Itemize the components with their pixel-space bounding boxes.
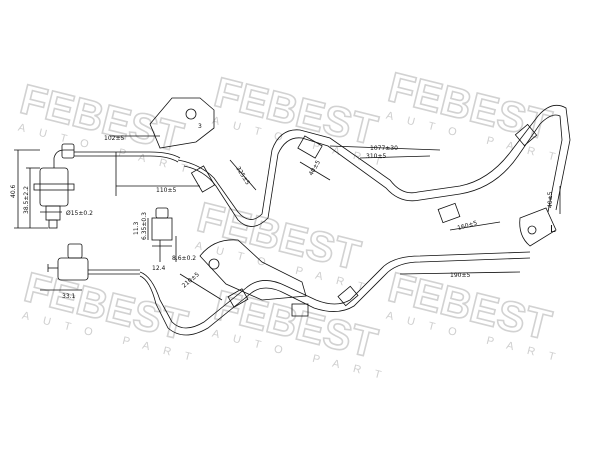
dim-len-325: 325±5 bbox=[234, 165, 251, 186]
side-mark: L bbox=[550, 224, 556, 235]
sensor-tip-end bbox=[48, 219, 58, 229]
watermark-group: FEBEST AUTO PART FEBEST AUTO PART FEBEST… bbox=[15, 62, 570, 384]
dim-len-160: 160±5 bbox=[457, 220, 479, 232]
lower-clip-1 bbox=[227, 288, 249, 308]
lower-bracket bbox=[199, 239, 307, 301]
lower-connector-latch bbox=[67, 243, 83, 259]
upper-clip-3 bbox=[437, 202, 461, 224]
dim-len-190: 190±5 bbox=[450, 272, 470, 279]
watermark-middle: FEBEST AUTO PART bbox=[192, 192, 379, 296]
lower-main-hose bbox=[139, 251, 531, 329]
clip-head bbox=[155, 207, 169, 219]
dim-clip-dia: 8.6±0.2 bbox=[172, 255, 196, 262]
dim-lower-conn-width: 33.1 bbox=[62, 293, 76, 300]
sensor-head-view bbox=[14, 143, 98, 229]
sensor-flange bbox=[33, 183, 75, 191]
lower-bracket-hole bbox=[208, 258, 220, 270]
watermark-bottom-right: FEBEST AUTO PART bbox=[383, 262, 570, 366]
dim-len-40b: 40±5 bbox=[547, 191, 554, 208]
sensor-body bbox=[39, 167, 69, 207]
upper-end-bracket bbox=[519, 207, 557, 247]
lower-clip-2 bbox=[291, 303, 309, 317]
lower-connector-view bbox=[40, 243, 140, 291]
watermark-top-left: FEBEST AUTO PART bbox=[15, 74, 202, 178]
upper-cable-assembly bbox=[98, 97, 571, 247]
upper-bracket bbox=[149, 97, 215, 149]
sensor-tip bbox=[45, 205, 61, 221]
upper-end-bracket-hole bbox=[527, 225, 537, 235]
dim-len-102: 102±5 bbox=[104, 135, 124, 142]
upper-clip-2 bbox=[297, 135, 323, 159]
dim-len-210: 210±5 bbox=[181, 271, 201, 290]
dim-len-310: 310±5 bbox=[366, 153, 386, 160]
lower-clip-3 bbox=[337, 285, 359, 307]
dim-connector-dia: Ø15±0.2 bbox=[66, 210, 93, 217]
dim-clip-height: 11.3 bbox=[133, 221, 140, 235]
upper-clip-1 bbox=[190, 165, 216, 193]
upper-clip-4 bbox=[514, 123, 538, 147]
dim-connector-height: 40.6 bbox=[10, 184, 17, 198]
bracket-mark: 3 bbox=[198, 123, 202, 130]
upper-main-hose bbox=[177, 104, 571, 220]
dim-connector-offset: 38.5±2.2 bbox=[23, 186, 30, 214]
sensor-connector-neck bbox=[53, 149, 74, 168]
upper-bracket-hole bbox=[185, 108, 197, 120]
dim-clip-width: 12.4 bbox=[152, 265, 166, 272]
clip-body bbox=[151, 217, 173, 241]
dim-len-1077: 1077±30 bbox=[370, 145, 398, 152]
clip-detail-view bbox=[147, 207, 177, 262]
lower-cable-assembly bbox=[139, 239, 531, 336]
upper-wire-start bbox=[98, 151, 181, 159]
watermark-bottom-center: FEBEST AUTO PART bbox=[209, 280, 396, 384]
sensor-connector-cap bbox=[61, 143, 75, 159]
dim-len-110: 110±5 bbox=[156, 187, 176, 194]
watermark-top-right: FEBEST AUTO PART bbox=[383, 62, 570, 166]
dim-clip-offset: 6.35±0.3 bbox=[141, 212, 148, 240]
